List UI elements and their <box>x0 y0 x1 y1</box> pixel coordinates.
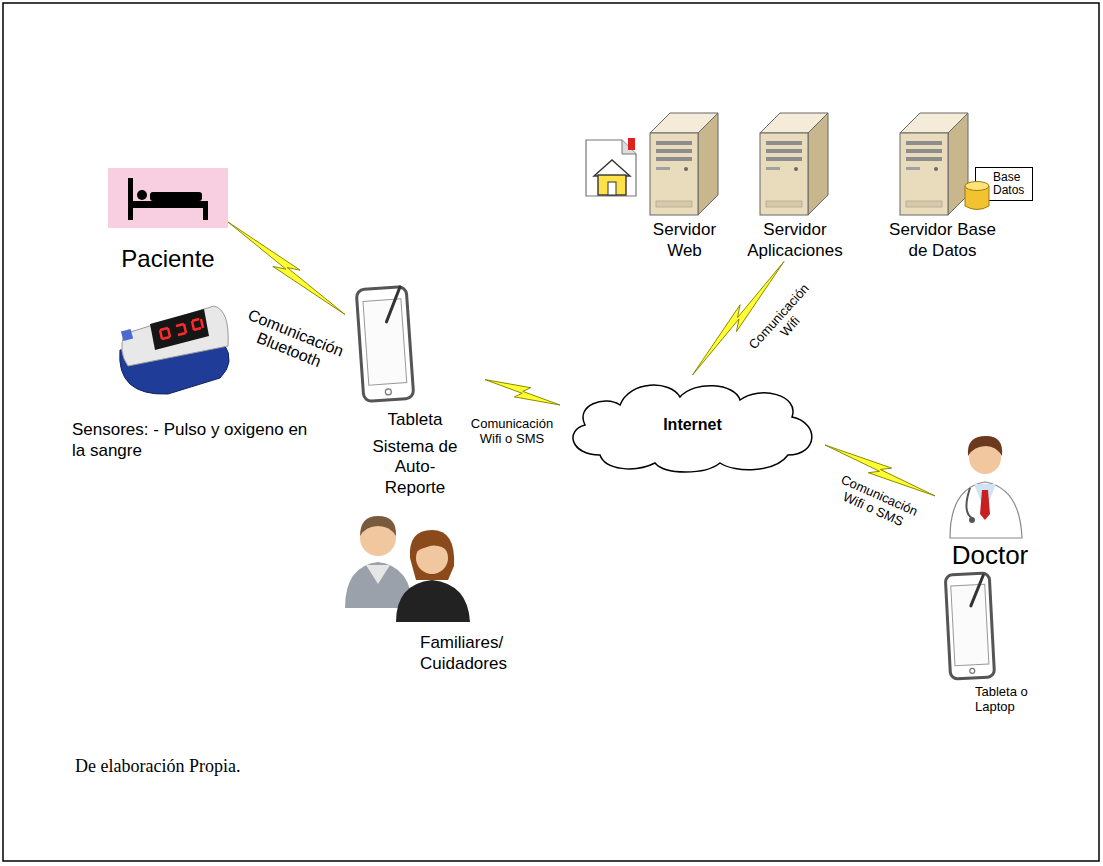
node-text: Doctor <box>935 540 1045 572</box>
tablet-node: TabletaSistema de Auto-Reporte <box>345 282 485 499</box>
oximeter <box>120 306 229 394</box>
server-node: Servidor Web <box>637 112 732 261</box>
server-icon <box>650 113 718 215</box>
node-text: Base Datos <box>993 171 1029 197</box>
node-text: Paciente <box>78 244 258 273</box>
connector-label: Comunicación Bluetooth <box>232 303 352 380</box>
lightning-bolt <box>228 222 345 315</box>
database-box: Base Datos <box>975 167 1033 201</box>
node-text: Familiares/ Cuidadores <box>420 633 505 674</box>
patient-box: Paciente <box>108 168 228 228</box>
frame <box>3 3 1099 861</box>
connector-label: Comunicación Wifi o SMS <box>467 417 557 447</box>
doctor-icon <box>950 436 1022 538</box>
caption: De elaboración Propia. <box>75 756 240 777</box>
node-text: Servidor Web <box>637 220 732 261</box>
connector-label: Comunicación Wifi o SMS <box>829 471 923 535</box>
node-text: Sistema de Auto-Reporte <box>365 437 465 499</box>
server-node: Servidor Base de DatosBase Datos <box>880 112 1005 261</box>
node-text: Servidor Aplicaciones <box>740 220 850 261</box>
node-text: Tableta o Laptop <box>975 685 1037 715</box>
server-icon <box>900 113 968 215</box>
node-text: Internet <box>663 415 722 435</box>
lightning-connector <box>228 222 345 315</box>
web-page-icon <box>586 138 636 196</box>
lightning-connector <box>485 380 560 405</box>
tablet-icon <box>356 286 414 401</box>
node-text: Tableta <box>345 410 485 431</box>
doctor-node: Doctor <box>935 420 1045 572</box>
lightning-bolt <box>485 380 560 405</box>
server-icon <box>760 113 828 215</box>
node-text: Servidor Base de Datos <box>880 220 1005 261</box>
family-icon <box>345 516 470 622</box>
connector-label: Comunicación Wifi <box>744 279 826 366</box>
internet-cloud: Internet <box>560 375 825 475</box>
tablet-icon <box>945 573 994 679</box>
family-node: Familiares/ Cuidadores <box>340 495 505 674</box>
tablet-node: Tableta o Laptop <box>940 565 1040 715</box>
node-text: Sensores: - Pulso y oxigeno en la sangre <box>72 420 312 461</box>
server-node: Servidor Aplicaciones <box>740 112 850 261</box>
